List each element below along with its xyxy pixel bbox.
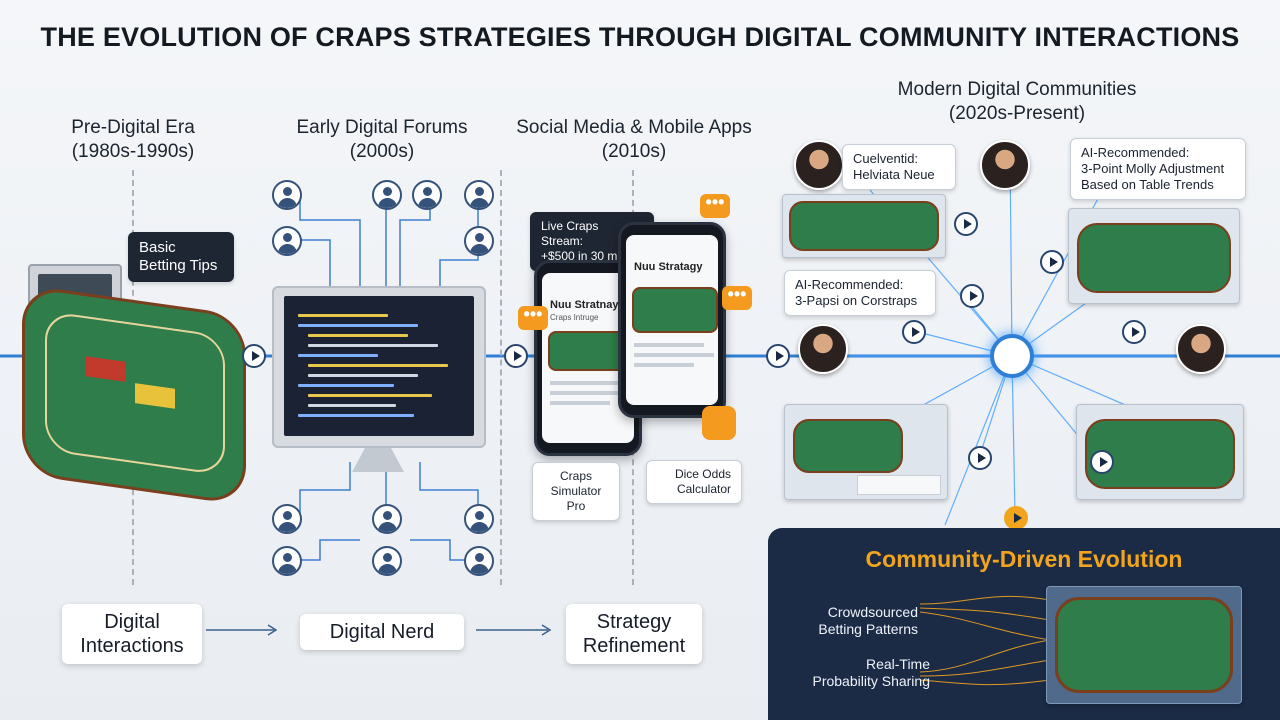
- era-name: Modern Digital Communities: [897, 79, 1137, 100]
- page-title: THE EVOLUTION OF CRAPS STRATEGIES THROUG…: [40, 22, 1240, 52]
- chat-icon: •••: [700, 193, 730, 218]
- stream-card[interactable]: [1068, 208, 1240, 304]
- forum-screen: [284, 296, 474, 436]
- user-icon: [272, 226, 302, 256]
- app-odds-badge[interactable]: Dice Odds Calculator: [646, 460, 742, 504]
- basic-tips-bubble: Basic Betting Tips: [128, 232, 234, 282]
- era-years: (2010s): [601, 141, 667, 162]
- flow-arrow-icon: [206, 624, 278, 636]
- era-divider: [500, 170, 502, 585]
- phone-post-title: Nuu Stratnay: [550, 299, 619, 311]
- community-table-card[interactable]: [1046, 586, 1242, 704]
- user-name-bubble: Cuelventid: Helviata Neue: [842, 144, 956, 190]
- timeline-play-icon[interactable]: [242, 344, 266, 368]
- timeline-play-icon[interactable]: [766, 344, 790, 368]
- flow-step-interactions: Digital Interactions: [62, 604, 202, 664]
- user-photo: [798, 324, 848, 374]
- crowdsourced-label: Crowdsourced Betting Patterns: [818, 604, 918, 637]
- user-photo: [794, 140, 844, 190]
- user-photo: [1176, 324, 1226, 374]
- probability-label: Real-Time Probability Sharing: [812, 656, 930, 689]
- user-icon: [372, 504, 402, 534]
- hub-icon: [990, 334, 1034, 378]
- play-icon[interactable]: [902, 320, 926, 344]
- app-simulator-badge[interactable]: Craps Simulator Pro: [532, 462, 620, 521]
- user-icon: [372, 546, 402, 576]
- forum-monitor: [272, 286, 486, 448]
- era-name: Social Media & Mobile Apps: [516, 117, 752, 138]
- user-icon: [272, 504, 302, 534]
- app-icon: [702, 406, 736, 440]
- phone-post-title: Nuu Stratagy: [634, 261, 703, 273]
- play-icon[interactable]: [1004, 506, 1028, 530]
- play-icon[interactable]: [960, 284, 984, 308]
- stream-card[interactable]: [784, 404, 948, 500]
- user-icon: [464, 504, 494, 534]
- timeline-play-icon[interactable]: [504, 344, 528, 368]
- user-icon: [272, 546, 302, 576]
- ai-recommendation-bubble: AI-Recommended: 3-Papsi on Corstraps: [784, 270, 936, 316]
- ai-recommendation-bubble: AI-Recommended: 3-Point Molly Adjustment…: [1070, 138, 1246, 200]
- era-pre-digital: Pre-Digital Era (1980s-1990s): [40, 116, 226, 164]
- era-years: (2020s-Present): [948, 103, 1086, 124]
- era-forums: Early Digital Forums (2000s): [270, 116, 494, 164]
- flow-step-refinement: Strategy Refinement: [566, 604, 702, 664]
- user-icon: [412, 180, 442, 210]
- era-social: Social Media & Mobile Apps (2010s): [502, 116, 766, 164]
- user-icon: [464, 546, 494, 576]
- user-icon: [464, 180, 494, 210]
- user-icon: [272, 180, 302, 210]
- era-modern: Modern Digital Communities (2020s-Presen…: [870, 78, 1164, 126]
- era-name: Pre-Digital Era: [71, 117, 195, 138]
- play-icon[interactable]: [1122, 320, 1146, 344]
- play-icon[interactable]: [1090, 450, 1114, 474]
- chat-icon: •••: [518, 305, 548, 330]
- user-icon: [464, 226, 494, 256]
- craps-table-pre-digital: [22, 284, 246, 506]
- community-title: Community-Driven Evolution: [865, 546, 1183, 572]
- era-years: (1980s-1990s): [71, 141, 195, 162]
- user-icon: [372, 180, 402, 210]
- flow-step-nerd: Digital Nerd: [300, 614, 464, 650]
- play-icon[interactable]: [968, 446, 992, 470]
- flow-arrow-icon: [476, 624, 552, 636]
- phone-right: Nuu Stratagy: [618, 222, 726, 418]
- user-photo: [980, 140, 1030, 190]
- stream-card[interactable]: [782, 194, 946, 258]
- era-name: Early Digital Forums: [296, 117, 468, 138]
- play-icon[interactable]: [1040, 250, 1064, 274]
- play-icon[interactable]: [954, 212, 978, 236]
- chat-icon: •••: [722, 285, 752, 310]
- community-rays: [920, 595, 1051, 686]
- phone-post-subtitle: Craps Intruge: [550, 313, 599, 322]
- era-years: (2000s): [349, 141, 415, 162]
